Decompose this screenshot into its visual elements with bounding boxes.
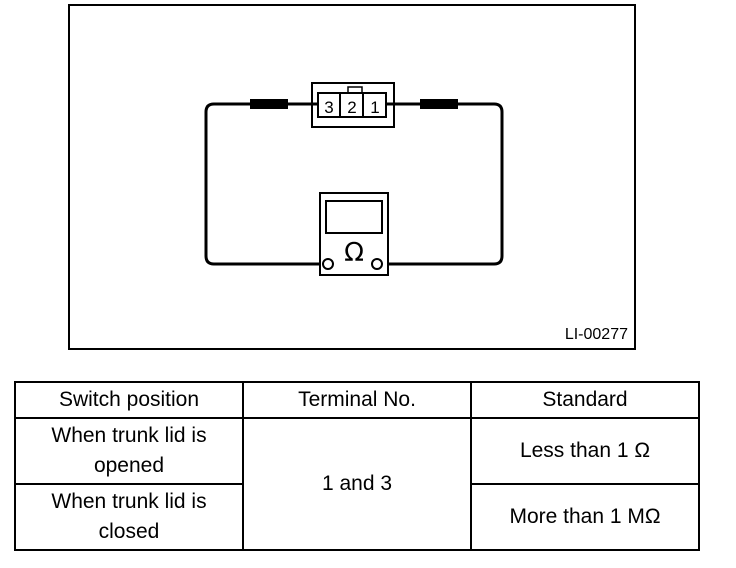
wire-loop (204, 102, 320, 266)
probe-terminal-right (371, 258, 383, 270)
probe-terminal-left (322, 258, 334, 270)
connector-inner (317, 92, 387, 118)
header-switch-position: Switch position (14, 381, 244, 419)
ohmmeter-display (325, 200, 383, 234)
header-standard: Standard (470, 381, 700, 419)
terminal-number: 1 and 3 (242, 417, 472, 551)
connector-pin-1: 1 (370, 98, 379, 117)
standard-closed: More than 1 MΩ (470, 483, 700, 551)
wire-loop-right (382, 102, 504, 266)
circuit-diagram: 3 2 1 Ω LI-00277 (68, 4, 636, 350)
switch-position-closed: When trunk lid is closed (14, 483, 244, 551)
table-header-row: Switch position Terminal No. Standard (14, 381, 700, 419)
figure-id: LI-00277 (564, 326, 628, 343)
switch-position-opened: When trunk lid is opened (14, 417, 244, 485)
header-terminal-no: Terminal No. (242, 381, 472, 419)
circuit-drawing: 3 2 1 Ω (204, 82, 504, 276)
standard-opened: Less than 1 Ω (470, 417, 700, 485)
inspection-table: Switch position Terminal No. Standard Wh… (14, 381, 700, 551)
ohm-symbol: Ω (344, 238, 364, 268)
table-row: When trunk lid is opened 1 and 3 Less th… (14, 417, 700, 551)
connector-pin-3: 3 (324, 98, 333, 117)
plug-right (420, 99, 458, 109)
table-row: When trunk lid is closed More than 1 MΩ (14, 483, 700, 551)
connector-pin-2: 2 (347, 98, 356, 117)
plug-left (250, 99, 288, 109)
